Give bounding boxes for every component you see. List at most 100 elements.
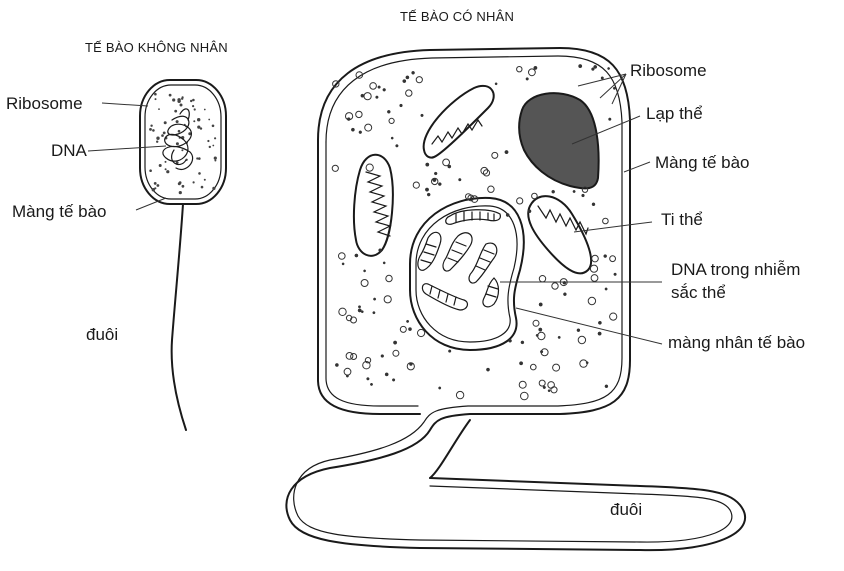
- eukaryote-ribosome-dot: [613, 87, 615, 89]
- eukaryote-ribosome-dot: [592, 203, 595, 206]
- eukaryote-ribosome-dot: [488, 186, 494, 192]
- eukaryote-ribosome-dot: [605, 385, 608, 388]
- eukaryote-ribosome-dot: [393, 350, 399, 356]
- eukaryote-ribosome-dot: [521, 341, 524, 344]
- eukaryote-ribosome-dot: [356, 111, 362, 117]
- prokaryote-ribosome-dot: [149, 169, 152, 172]
- prokaryote-ribosome-dot: [154, 93, 157, 96]
- eukaryote-ribosome-dot: [577, 329, 580, 332]
- eukaryote-ribosome-dot: [543, 386, 546, 389]
- prokaryote-ribosome-dot: [197, 118, 200, 121]
- eukaryote-ribosome-dot: [604, 255, 607, 258]
- prokaryote-ribosome-dot: [166, 170, 169, 173]
- eukaryote-ribosome-dot: [610, 313, 617, 320]
- prokaryote-ribosome-dot: [155, 98, 157, 100]
- eukaryote-ribosome-label: Ribosome: [630, 61, 707, 81]
- eukaryote-ribosome-dot: [426, 163, 429, 166]
- eukaryote-ribosome-dot: [359, 131, 362, 134]
- eukaryote-ribosome-dot: [339, 253, 346, 260]
- prokaryote-ribosome-dot: [164, 121, 167, 124]
- eukaryote-membrane-inner: [294, 56, 732, 542]
- plastid: [519, 93, 598, 188]
- eukaryote-ribosome-dot: [608, 67, 610, 69]
- eukaryote-ribosome-dot: [610, 256, 616, 262]
- eukaryote-ribosome-dot: [539, 380, 545, 386]
- eukaryote-ribosome-dot: [528, 210, 531, 213]
- eukaryote-ribosome-dot: [529, 69, 536, 76]
- eukaryote-ribosome-dot: [588, 297, 595, 304]
- eukaryote-dna-label-line1: DNA trong nhiễm: [671, 260, 800, 280]
- eukaryote-ribosome-dot: [553, 364, 560, 371]
- eukaryote-ribosome-dot: [413, 182, 419, 188]
- prokaryote-ribosome-dot: [158, 108, 160, 110]
- eukaryote-ribosome-dot: [406, 76, 409, 79]
- eukaryote-ribosome-dot: [381, 355, 384, 358]
- eukaryote-ribosome-dot: [552, 283, 558, 289]
- eukaryote-ribosome-dot: [492, 152, 498, 158]
- eukaryote-membrane-label: Màng tế bào: [655, 153, 750, 173]
- prokaryote-ribosome-dot: [214, 137, 216, 139]
- prokaryote-ribosome-dot: [178, 182, 181, 185]
- eukaryote-ribosome-dot: [365, 124, 372, 131]
- chromosomes: [418, 210, 500, 310]
- prokaryote-ribosome-dot: [154, 182, 157, 185]
- eukaryote-ribosome-dot: [517, 198, 523, 204]
- eukaryote-ribosome-dot: [605, 288, 607, 290]
- eukaryote-ribosome-dot: [396, 145, 399, 148]
- prokaryote-ribosome-dot: [207, 140, 209, 142]
- eukaryote-ribosome-dot: [412, 71, 415, 74]
- prokaryote-cell: [88, 80, 226, 430]
- eukaryote-ribosome-dot: [552, 190, 555, 193]
- eukaryote-ribosome-dot: [366, 164, 373, 171]
- eukaryote-ribosome-dot: [433, 178, 436, 181]
- eukaryote-ribosome-dot: [579, 64, 582, 67]
- mitochondrion-top: [424, 86, 494, 158]
- eukaryote-ribosome-dot: [421, 114, 424, 117]
- eukaryote-ribosome-dot: [573, 190, 575, 192]
- eukaryote-ribosome-dot: [351, 128, 354, 131]
- eukaryote-ribosome-dot: [384, 296, 391, 303]
- eukaryote-ribosome-dot: [361, 280, 368, 287]
- eukaryote-ribosome-dot: [519, 362, 522, 365]
- eukaryote-ribosome-dot: [370, 383, 372, 385]
- eukaryote-ribosome-dot: [370, 83, 377, 90]
- prokaryote-ribosome-dot: [154, 187, 156, 189]
- prokaryote-ribosome-dot: [159, 164, 162, 167]
- prokaryote-ribosome-dot: [201, 186, 204, 189]
- eukaryote-plastid-label: Lạp thể: [646, 104, 703, 124]
- prokaryote-ribosome-dot: [209, 146, 211, 148]
- prokaryote-ribosome-dot: [212, 145, 214, 147]
- prokaryote-tail-label: đuôi: [86, 325, 118, 345]
- prokaryote-tail: [172, 204, 186, 430]
- eukaryote-ribosome-dot: [389, 118, 394, 123]
- eukaryote-ribosome-dot: [614, 273, 617, 276]
- eukaryote-ribosome-dot: [361, 94, 364, 97]
- prokaryote-title: TẾ BÀO KHÔNG NHÂN: [85, 40, 228, 55]
- eukaryote-ribosome-dot: [364, 93, 371, 100]
- prokaryote-dna: [163, 109, 193, 170]
- eukaryote-ribosome-dot: [495, 83, 497, 85]
- eukaryote-ribosome-dot: [456, 391, 463, 398]
- eukaryote-ribosome-dot: [448, 350, 451, 353]
- eukaryote-ribosome-dot: [594, 65, 597, 68]
- eukaryote-ribosome-dot: [601, 77, 604, 80]
- eukaryote-ribosome-dot: [598, 321, 601, 324]
- eukaryote-ribosome-dot: [526, 78, 529, 81]
- eukaryote-ribosome-dot: [376, 96, 379, 99]
- eukaryote-ribosome-dot: [385, 373, 388, 376]
- eukaryote-ribosome-dot: [358, 306, 360, 308]
- eukaryote-ribosome-dot: [387, 110, 390, 113]
- prokaryote-ribosome-dot: [181, 149, 183, 151]
- prokaryote-ribosome-dot: [165, 161, 167, 163]
- eukaryote-ribosome-dot: [509, 339, 512, 342]
- eukaryote-ribosome-dot: [591, 275, 598, 282]
- eukaryote-ribosome-dot: [373, 298, 375, 300]
- prokaryote-ribosome-dot: [192, 99, 195, 102]
- eukaryote-ribosome-dot: [408, 328, 411, 331]
- eukaryote-ribosome-dot: [339, 308, 346, 315]
- eukaryote-title: TẾ BÀO CÓ NHÂN: [400, 9, 514, 24]
- eukaryote-ribosome-dot: [609, 118, 612, 121]
- prokaryote-ribosome-label: Ribosome: [6, 94, 83, 114]
- eukaryote-ribosome-dot: [443, 159, 450, 166]
- eukaryote-ribosome-dot: [364, 270, 366, 272]
